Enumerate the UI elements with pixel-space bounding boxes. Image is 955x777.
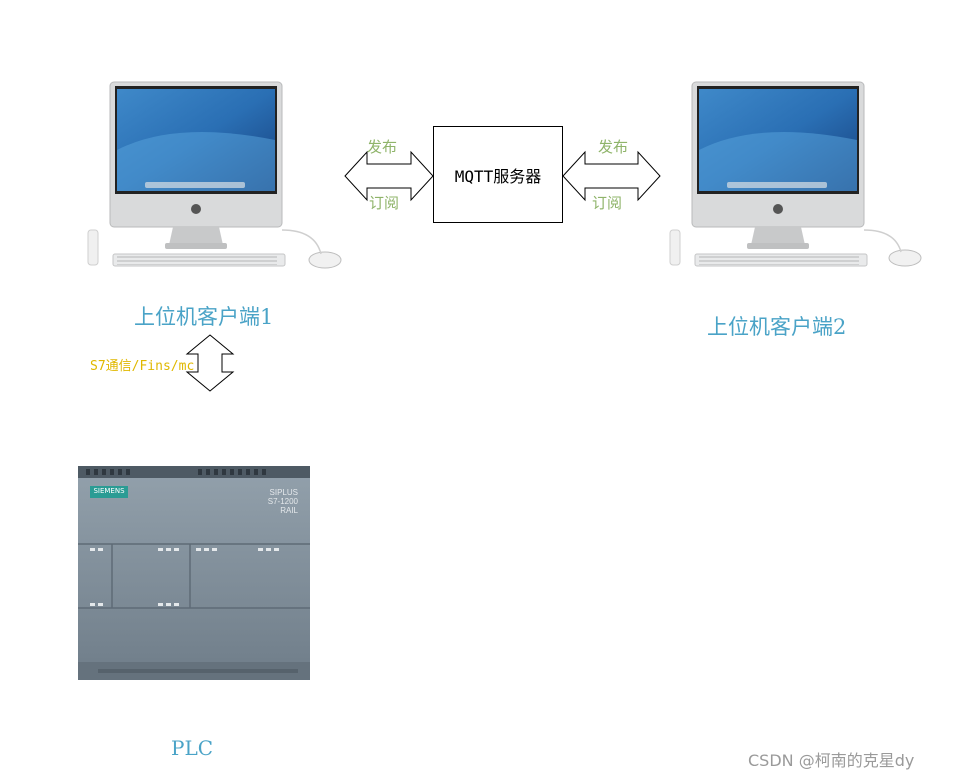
mqtt-server-label: MQTT服务器 — [454, 166, 542, 186]
plc-label: PLC — [171, 736, 214, 760]
plc-model-line3: RAIL — [280, 506, 298, 515]
plc-link-double-arrow — [185, 334, 235, 392]
watermark-text: CSDN @柯南的克星dy — [748, 751, 915, 770]
plc-model-line2: S7-1200 — [267, 497, 298, 506]
left-publish-label: 发布 — [367, 138, 398, 156]
mqtt-server-box: MQTT服务器 — [433, 126, 563, 223]
plc-device: SIEMENS SIPLUS S7-1200 RAIL — [78, 462, 310, 682]
plc-link-label: S7通信/Fins/mc — [90, 359, 195, 374]
plc-brand-badge: SIEMENS — [93, 487, 125, 495]
client-1-label: 上位机客户端1 — [134, 305, 274, 329]
computer-2-icon — [669, 81, 922, 267]
plc-model-line1: SIPLUS — [269, 488, 298, 497]
computer-1-icon — [87, 81, 342, 269]
left-subscribe-label: 订阅 — [369, 194, 400, 212]
right-publish-label: 发布 — [598, 138, 629, 156]
right-subscribe-label: 订阅 — [592, 194, 623, 212]
plc-device-icon — [78, 466, 310, 680]
client-2-label: 上位机客户端2 — [707, 315, 847, 339]
right-double-arrow — [562, 150, 661, 202]
